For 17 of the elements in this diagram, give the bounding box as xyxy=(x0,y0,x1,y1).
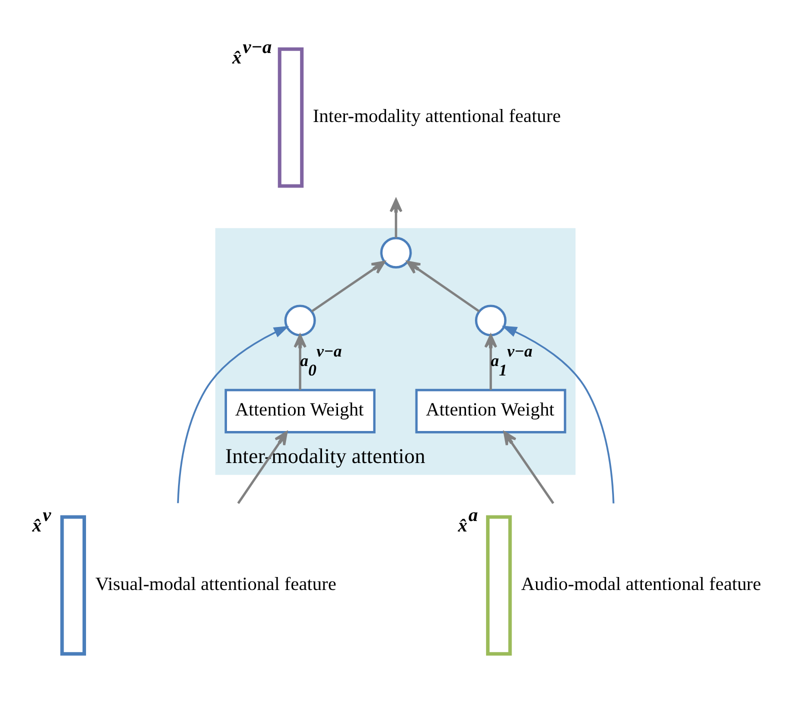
node-circle xyxy=(474,304,507,336)
node-label: Inter-modality attentional feature xyxy=(312,106,561,127)
arrow xyxy=(311,260,386,312)
arrow xyxy=(406,260,480,312)
node-label: Visual-modal attentional feature xyxy=(95,573,336,594)
arrow xyxy=(503,430,554,504)
arrow xyxy=(502,325,614,503)
node-circle xyxy=(380,236,412,268)
node-circle xyxy=(284,304,316,336)
arrow xyxy=(484,334,498,390)
arrow xyxy=(177,325,290,503)
node-label: Audio-modal attentional feature xyxy=(521,573,762,594)
node-box: Attention Weight xyxy=(224,388,376,433)
arrow xyxy=(237,430,288,504)
node-box: Attention Weight xyxy=(415,388,566,433)
arrow xyxy=(294,334,307,390)
arrow xyxy=(390,198,402,238)
